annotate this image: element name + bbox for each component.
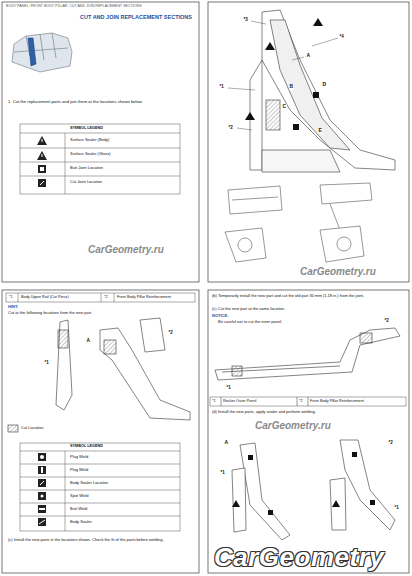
front-pillar-illustration (250, 10, 395, 172)
manual-text: Cut Joint Location (70, 180, 175, 185)
cut-piece-illustration (8, 318, 190, 432)
callout-label: E (318, 128, 322, 134)
detail-illustration (225, 183, 372, 262)
page-frame (208, 2, 409, 282)
watermark: CarGeometry.ru (255, 420, 331, 432)
manual-text: 1. Cut the replacement parts and join th… (8, 100, 193, 105)
manual-text: (d) Install the new parts, apply sealer … (212, 410, 404, 415)
callout-label: A (86, 338, 91, 344)
leader-line (228, 21, 338, 130)
manual-text: *2 (299, 399, 303, 403)
manual-text: *2 (104, 295, 108, 299)
manual-text: (b) Temporarily install the new part and… (212, 294, 404, 299)
manual-text: Front Body Pillar Reinforcement (117, 295, 195, 299)
manual-text: Rocker Outer Panel (223, 399, 295, 403)
manual-text: Surface Sealer (Glass) (70, 152, 175, 157)
weld-symbol (232, 452, 375, 515)
manual-text: NOTICE: (212, 314, 228, 319)
callout-label: *1 (394, 505, 399, 510)
callout-label: *2 (168, 330, 173, 335)
callout-label: *1 (44, 360, 49, 365)
manual-text: Be careful not to cut the inner panel. (218, 320, 398, 325)
watermark: CarGeometry (214, 543, 384, 573)
page-frame (208, 290, 409, 573)
watermark: CarGeometry.ru (88, 244, 164, 256)
manual-text: BODY PANEL: FRONT BODY PILLAR: CUT AND J… (6, 4, 196, 8)
manual-text: Plug Weld (70, 468, 175, 473)
page-heading: CUT AND JOIN REPLACEMENT SECTIONS (80, 14, 195, 20)
page-frame (2, 290, 199, 573)
manual-text: Surface Sealer (Body) (70, 138, 175, 143)
manual-text: Butt Weld (70, 507, 175, 512)
manual-text: (c) Install the new parts in the locatio… (8, 538, 193, 543)
parts-table (6, 293, 195, 302)
symbol-table (20, 443, 180, 531)
manual-text: Body Upper Rail (Cut Piece) (21, 295, 99, 299)
rocker-illustration (210, 328, 406, 406)
manual-text: Cut Location (21, 426, 43, 431)
callout-label: B (289, 84, 294, 90)
callout-label: *2 (228, 125, 233, 130)
manual-text: HINT: (8, 305, 18, 310)
manual-text: SYMBOL LEGEND (70, 126, 103, 130)
pillar-weld-illustration (232, 440, 395, 540)
symbol-icon (38, 453, 46, 526)
manual-text: Plug Weld (70, 455, 175, 460)
manual-text: (c) Cut the new part at the same locatio… (212, 307, 404, 312)
callout-label: *1 (220, 470, 225, 475)
watermark: CarGeometry.ru (300, 266, 376, 278)
callout-label: C (282, 104, 287, 110)
manual-text: Body Sealer (70, 520, 175, 525)
manual-text: Cut at the following locations from the … (8, 311, 193, 316)
page-frame (2, 2, 199, 282)
callout-label: D (322, 82, 327, 88)
manual-text: Front Body Pillar Reinforcement (310, 399, 404, 403)
car-body-illustration (12, 33, 72, 72)
callout-label: A (306, 53, 311, 59)
manual-text: Butt Joint Location (70, 166, 175, 171)
weld-symbol (245, 18, 323, 130)
callout-label: *3 (243, 17, 248, 22)
callout-label: *2 (384, 318, 389, 323)
callout-label: A (224, 440, 229, 446)
symbol-icon (37, 136, 47, 187)
callout-label: *1 (219, 84, 224, 89)
callout-label: *4 (339, 34, 344, 39)
manual-text: *1 (212, 399, 216, 403)
symbol-table (20, 124, 180, 194)
callout-label: *1 (226, 385, 231, 390)
manual-text: *1 (9, 295, 13, 299)
manual-text: Body Sealer Location (70, 481, 175, 486)
manual-text: SYMBOL LEGEND (70, 444, 103, 448)
callout-label: *2 (388, 440, 393, 445)
manual-text: Spot Weld (70, 494, 175, 499)
